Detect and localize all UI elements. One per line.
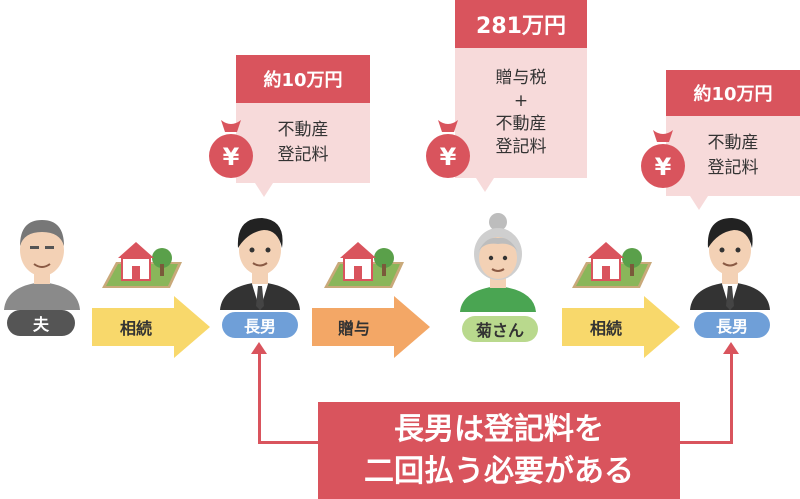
callout-tail <box>690 196 708 210</box>
cost-detail-line: 贈与税 <box>495 68 547 89</box>
cost-detail-line: 不動産 <box>707 132 759 153</box>
cost-callout-kiku: 281万円 贈与税 + 不動産 登記料 <box>455 0 587 178</box>
cost-amount: 約10万円 <box>666 70 800 116</box>
cost-detail: 不動産 登記料 <box>236 103 370 183</box>
house-land-icon <box>566 232 656 296</box>
cost-detail-line: 不動産 <box>277 119 329 140</box>
cost-detail: 不動産 登記料 <box>666 116 800 196</box>
connector-line <box>678 441 733 444</box>
connector-arrowhead <box>251 342 267 354</box>
label-kiku: 菊さん <box>462 316 538 342</box>
husband-avatar <box>0 210 84 314</box>
yen-symbol: ¥ <box>440 143 457 171</box>
eldest-son-avatar-second <box>688 210 772 314</box>
house-land-icon <box>96 232 186 296</box>
yen-symbol: ¥ <box>223 143 240 171</box>
cost-amount: 約10万円 <box>236 55 370 103</box>
banner-line: 二回払う必要がある <box>364 453 634 489</box>
connector-arrowhead <box>723 342 739 354</box>
callout-tail <box>476 178 494 192</box>
cost-detail: 贈与税 + 不動産 登記料 <box>455 48 587 178</box>
cost-detail-line: + <box>513 91 529 112</box>
cost-callout-first-son: 約10万円 不動産 登記料 <box>236 55 370 183</box>
money-bag-icon: ¥ <box>420 116 476 182</box>
cost-callout-second-son: 約10万円 不動産 登記料 <box>666 70 800 196</box>
arrow-label-inheritance-second: 相続 <box>590 319 623 338</box>
cost-detail-line: 不動産 <box>495 114 547 134</box>
money-bag-icon: ¥ <box>635 126 691 192</box>
yen-symbol: ¥ <box>655 153 672 181</box>
label-husband: 夫 <box>7 310 75 336</box>
cost-amount: 281万円 <box>455 0 587 48</box>
arrow-label-inheritance: 相続 <box>120 319 153 338</box>
cost-detail-line: 登記料 <box>495 136 547 157</box>
inheritance-arrow <box>92 296 210 362</box>
kiku-avatar <box>456 212 540 316</box>
cost-detail-line: 登記料 <box>277 145 329 165</box>
money-bag-icon: ¥ <box>203 116 259 182</box>
callout-tail <box>255 183 273 197</box>
connector-line <box>258 350 261 444</box>
connector-line <box>730 350 733 444</box>
label-eldest-son: 長男 <box>222 312 298 338</box>
eldest-son-avatar <box>218 210 302 314</box>
connector-line <box>258 441 320 444</box>
inheritance-arrow-second <box>562 296 680 362</box>
banner-line: 長男は登記料を <box>394 411 604 447</box>
cost-detail-line: 登記料 <box>707 158 759 178</box>
conclusion-banner: 長男は登記料を 二回払う必要がある <box>318 402 680 499</box>
label-eldest-son-second: 長男 <box>694 312 770 338</box>
gift-arrow <box>312 296 430 362</box>
arrow-label-gift: 贈与 <box>338 319 371 338</box>
house-land-icon <box>318 232 408 296</box>
